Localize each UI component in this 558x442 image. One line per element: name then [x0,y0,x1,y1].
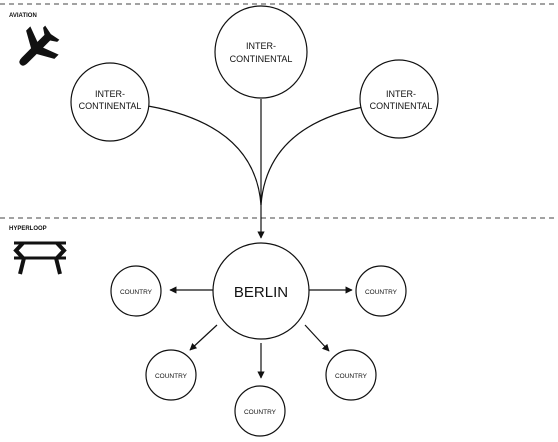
node-label-line-1: INTER- [386,89,416,99]
country-node: COUNTRY [234,385,286,437]
node-label-line-1: INTER- [95,89,125,99]
intercontinental-node: INTER- CONTINENTAL [359,59,439,139]
country-label: COUNTRY [120,289,153,296]
node-label-line-2: CONTINENTAL [230,54,293,64]
country-label: COUNTRY [244,409,277,416]
node-label-line-2: CONTINENTAL [79,101,142,111]
intercontinental-node: INTER- CONTINENTAL [70,62,150,142]
country-node: COUNTRY [110,265,162,317]
berlin-hub-node: BERLIN [212,242,310,340]
aviation-connection-right [260,105,369,206]
country-node: COUNTRY [145,349,197,401]
aviation-connection-left [147,105,262,206]
country-label: COUNTRY [335,373,368,380]
route-arrow-southeast [304,324,330,352]
country-label: COUNTRY [365,289,398,296]
country-node: COUNTRY [355,265,407,317]
hyperloop-label: HYPERLOOP [9,226,47,232]
node-label-line-2: CONTINENTAL [370,101,433,111]
aviation-label: AVIATION [9,13,37,19]
airplane-icon [19,25,60,66]
intercontinental-node: INTER- CONTINENTAL [214,5,308,99]
country-label: COUNTRY [155,373,188,380]
node-label-line-1: INTER- [246,41,276,51]
hyperloop-icon [13,241,67,275]
country-node: COUNTRY [325,349,377,401]
route-arrow-southwest [189,324,218,351]
hub-label: BERLIN [234,284,288,301]
